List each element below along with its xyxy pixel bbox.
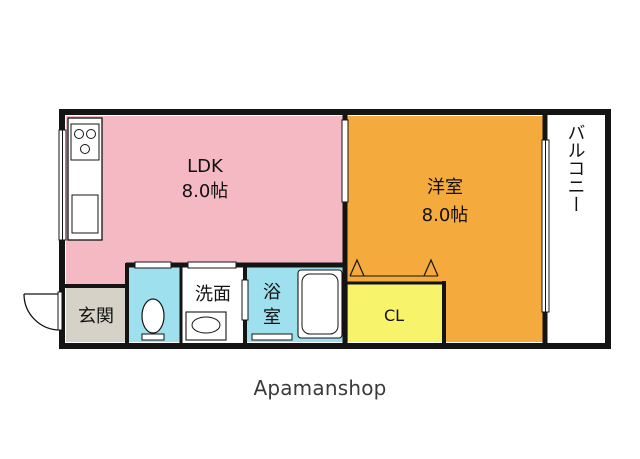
door-washroom xyxy=(187,261,237,269)
entrance-door-swing xyxy=(23,293,61,331)
balcony xyxy=(546,116,604,342)
watermark: Apamanshop xyxy=(253,376,387,400)
door-toilet xyxy=(134,261,172,269)
washroom-label: 洗面 xyxy=(195,284,231,305)
entrance-room xyxy=(66,288,126,342)
burner-icon xyxy=(74,129,84,139)
door-bath xyxy=(241,279,249,321)
closet-label: CL xyxy=(384,306,404,325)
ldk-room xyxy=(66,116,344,265)
ldk-label: LDK xyxy=(187,156,224,177)
entrance-label: 玄関 xyxy=(78,306,114,327)
burner-icon xyxy=(86,129,96,139)
washbasin-bowl-icon xyxy=(191,316,221,334)
closet-door-marker-icon xyxy=(423,258,439,277)
stove xyxy=(70,123,100,161)
closet xyxy=(348,284,442,342)
toilet-bowl-icon xyxy=(141,298,165,334)
bath-label-line1: 浴 xyxy=(263,282,281,303)
balcony-label: バルコニー xyxy=(565,123,586,213)
ldk-size-label: 8.0帖 xyxy=(182,181,229,202)
toilet-tank xyxy=(141,333,165,341)
entrance-door-leaf xyxy=(57,291,63,331)
bath-label-line2: 室 xyxy=(263,307,281,328)
kitchen-sink xyxy=(71,194,99,234)
window-ldk-door xyxy=(341,119,349,203)
ldk-room-lower xyxy=(66,265,128,285)
western-size-label: 8.0帖 xyxy=(422,205,469,226)
closet-door-marker-icon xyxy=(349,258,365,277)
western-label: 洋室 xyxy=(427,177,463,198)
bathtub-inner xyxy=(301,273,339,335)
burner-icon xyxy=(80,144,90,154)
bath-sink xyxy=(251,333,293,341)
